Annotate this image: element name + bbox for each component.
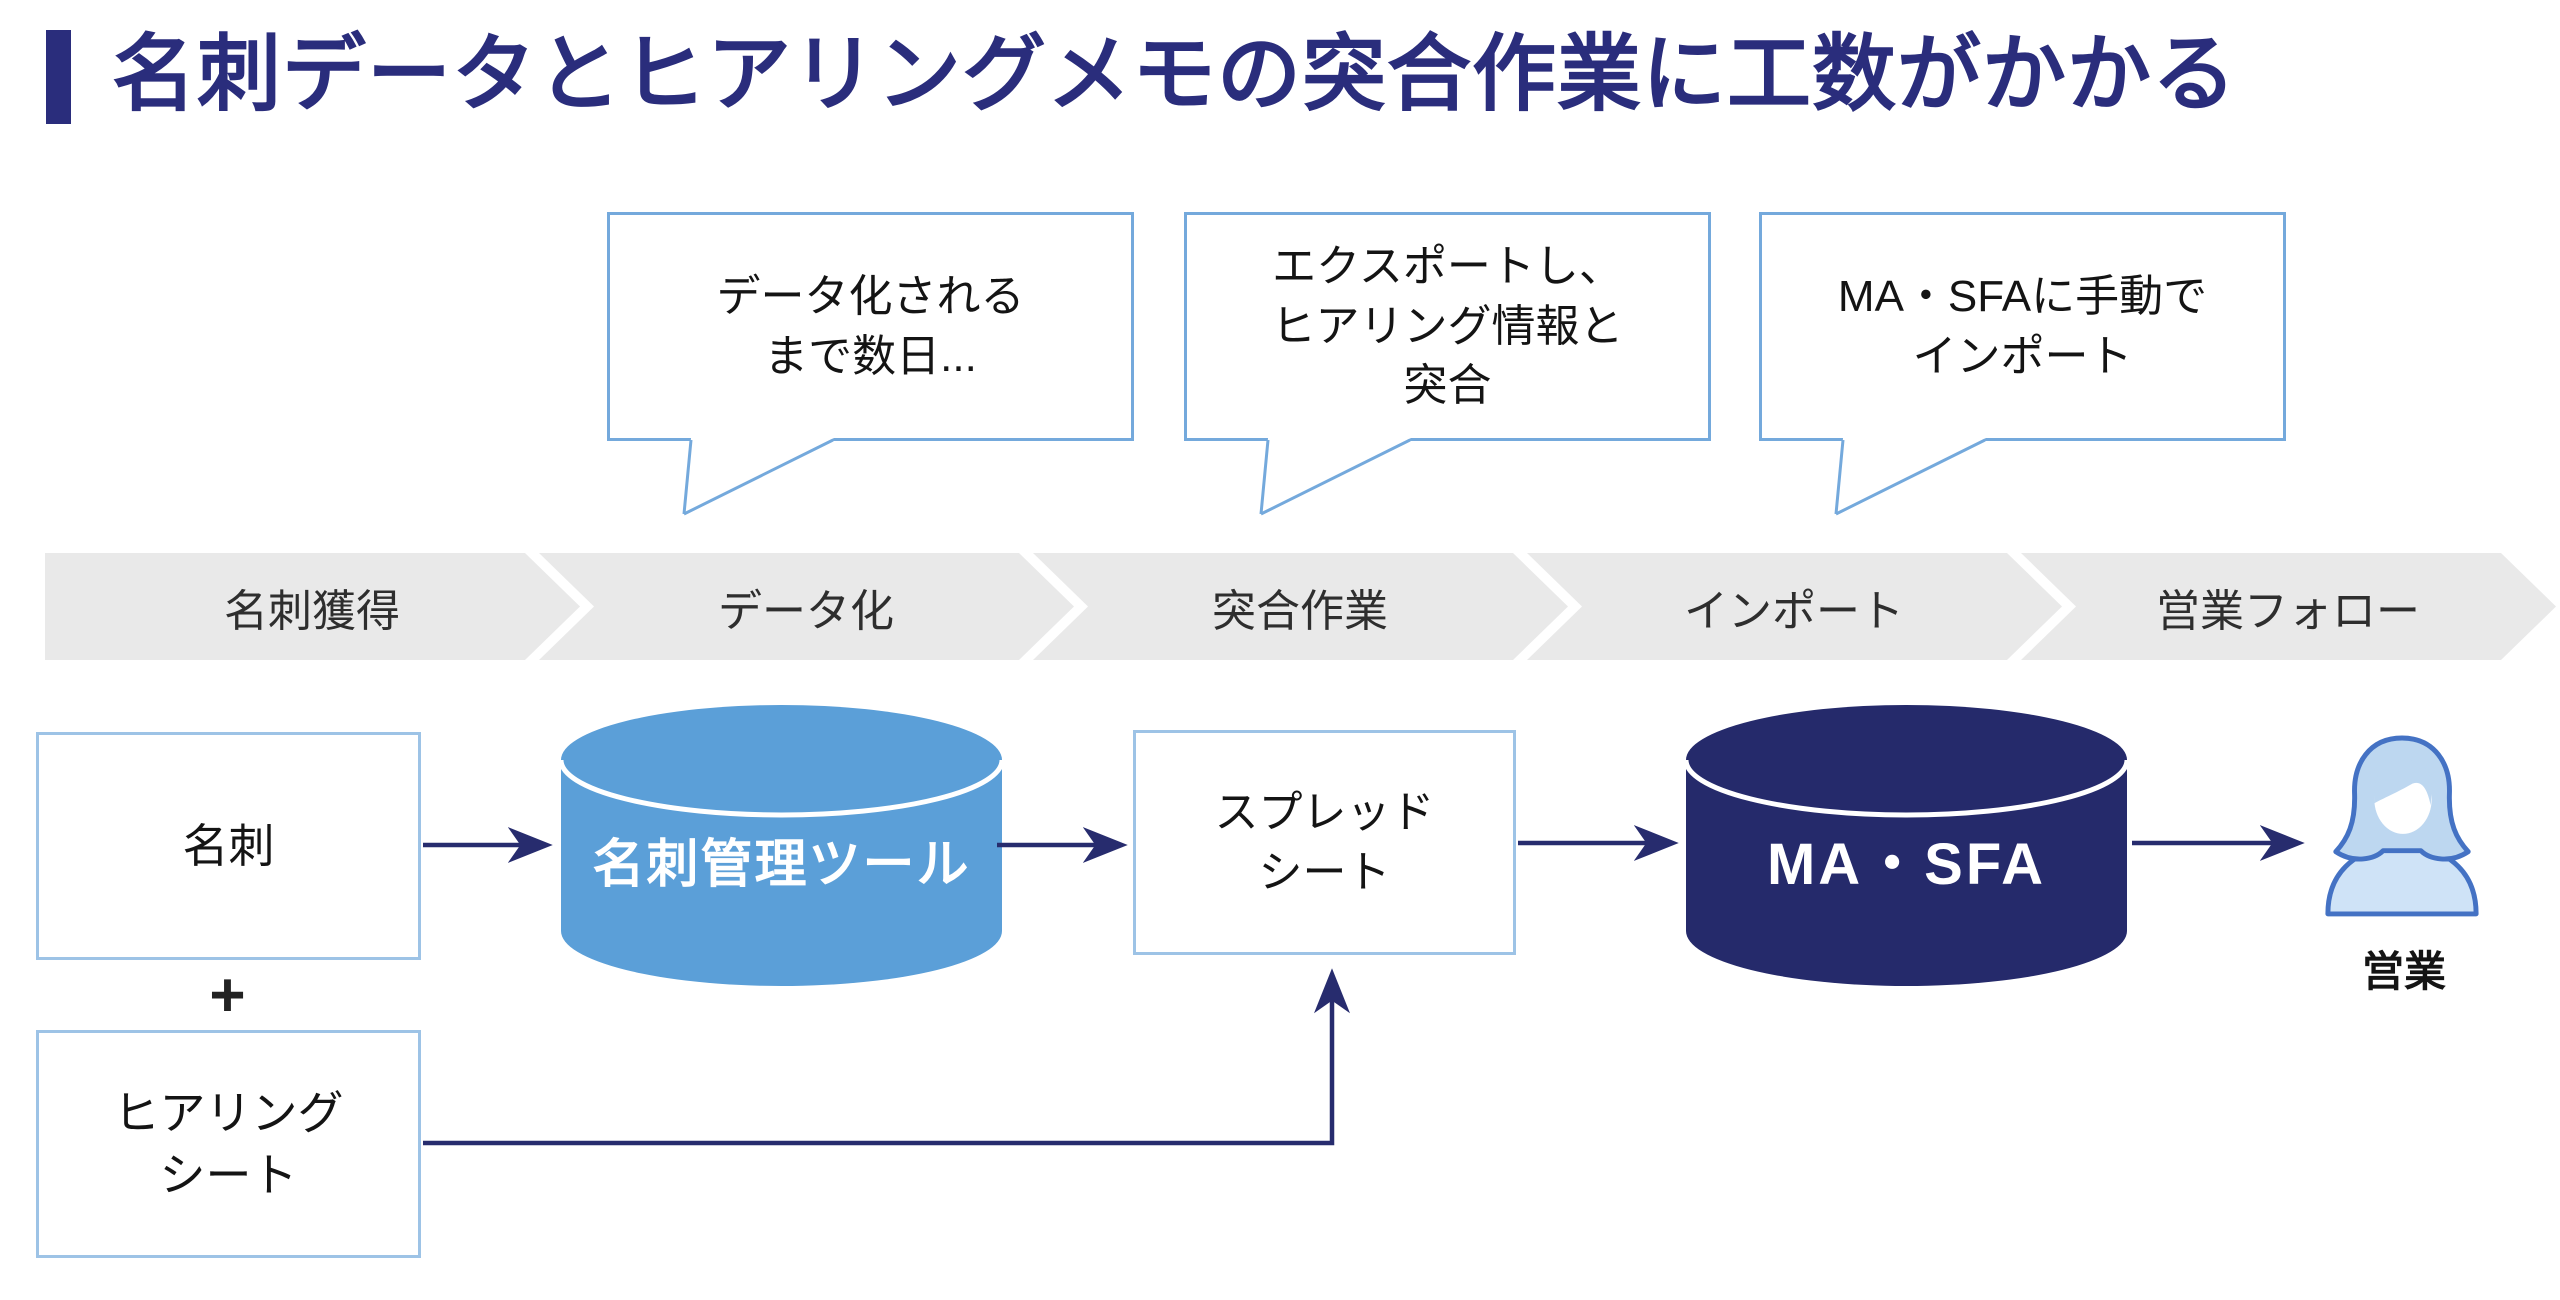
callout-line: エクスポートし、	[1272, 241, 1623, 291]
ma-sfa-cylinder-icon	[1683, 705, 2130, 986]
callout-line: まで数日...	[764, 331, 977, 381]
sales-person-label: 営業	[2361, 948, 2446, 995]
callout-manual-import: MA・SFAに手動で インポート	[1759, 212, 2286, 441]
callout-line: データ化される	[716, 271, 1025, 321]
callout-data-conversion: データ化される まで数日...	[607, 212, 1134, 441]
process-step-sales-follow: 営業フォロー	[2156, 586, 2420, 636]
business-card-label: 名刺	[182, 819, 275, 872]
process-step-import: インポート	[1684, 586, 1904, 636]
callout-tail-icon	[1834, 436, 1986, 516]
callout-export-match: エクスポートし、 ヒアリング情報と 突合	[1184, 212, 1711, 441]
spreadsheet-box: スプレッド シート	[1133, 730, 1516, 955]
page-title: 名刺データとヒアリングメモの突合作業に工数がかかる	[112, 27, 2238, 121]
hearing-sheet-box: ヒアリング シート	[36, 1030, 421, 1258]
arrow-hearing-to-spreadsheet	[423, 968, 1350, 1146]
hearing-sheet-line: ヒアリング	[113, 1086, 344, 1139]
title-accent-bar	[46, 30, 71, 124]
process-step-digitization: データ化	[718, 586, 894, 636]
callout-line: 突合	[1403, 361, 1492, 411]
sales-person-icon	[2325, 735, 2479, 917]
callout-line: インポート	[1912, 331, 2133, 381]
process-step-matching: 突合作業	[1212, 586, 1388, 636]
spreadsheet-line: シート	[1258, 847, 1391, 897]
card-tool-cylinder-label: 名刺管理ツール	[592, 835, 971, 894]
business-card-box: 名刺	[36, 732, 421, 960]
callout-line: ヒアリング情報と	[1271, 301, 1624, 351]
callout-line: MA・SFAに手動で	[1837, 271, 2208, 321]
callout-tail-icon	[682, 436, 834, 516]
callout-tail-icon	[1259, 436, 1411, 516]
process-chevron-bar	[45, 553, 2556, 660]
process-step-card-acquisition: 名刺獲得	[224, 586, 400, 636]
card-tool-cylinder-icon	[558, 705, 1005, 986]
spreadsheet-line: スプレッド	[1214, 788, 1435, 838]
hearing-sheet-line: シート	[159, 1149, 298, 1201]
plus-sign: +	[209, 960, 246, 1030]
ma-sfa-cylinder-label: MA・SFA	[1766, 832, 2046, 897]
